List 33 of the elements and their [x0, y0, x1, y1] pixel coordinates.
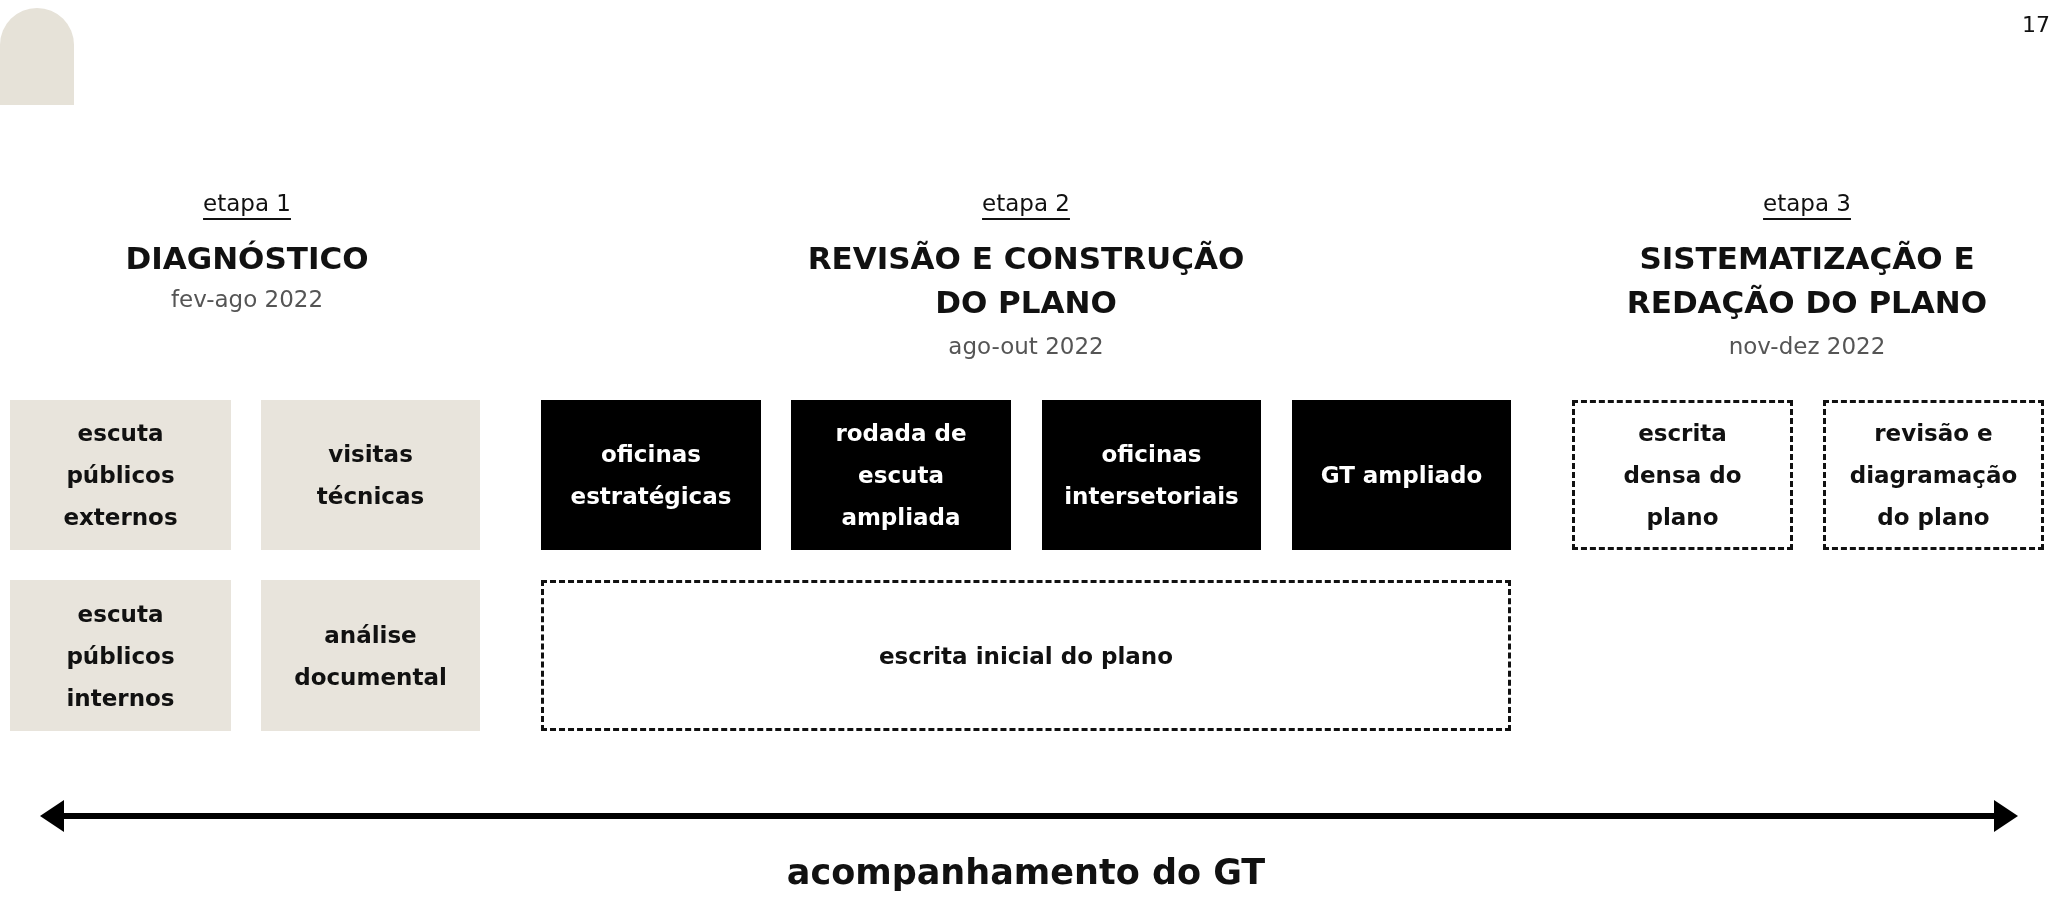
writing-box: [541, 580, 1511, 731]
activity-box: [10, 400, 231, 550]
box-label: visitas técnicas: [315, 440, 426, 511]
box-label: oficinas intersetoriais: [1063, 440, 1240, 511]
activity-box: [261, 400, 480, 550]
activity-box: [10, 580, 231, 731]
stage-number: etapa 1: [203, 190, 291, 216]
box-label: revisão e diagramação do plano: [1848, 419, 2019, 532]
workshop-box: [791, 400, 1011, 550]
activity-box: [261, 580, 480, 731]
page-number: 17: [2022, 12, 2050, 37]
stage-title: DIAGNÓSTICO: [124, 239, 370, 278]
box-label: escuta públicos externos: [62, 419, 179, 532]
writing-box: [1572, 400, 1793, 550]
stage-title: SISTEMATIZAÇÃO E REDAÇÃO DO PLANO: [1625, 239, 1989, 322]
stage-number: etapa 3: [1763, 190, 1851, 216]
stage-number: etapa 2: [982, 190, 1070, 216]
workshop-box: [541, 400, 761, 550]
timeline-label: acompanhamento do GT: [786, 852, 1266, 892]
box-label: escuta públicos internos: [65, 599, 176, 713]
workshop-box: [1042, 400, 1261, 550]
box-label: oficinas estratégicas: [569, 440, 733, 511]
workshop-box: [1292, 400, 1511, 550]
box-label: GT ampliado: [1319, 461, 1484, 490]
stage-period: fev-ago 2022: [170, 286, 324, 312]
stage-period: ago-out 2022: [948, 333, 1104, 359]
box-label: análise documental: [293, 620, 448, 692]
stage-title: REVISÃO E CONSTRUÇÃO DO PLANO: [806, 239, 1246, 322]
box-label: escrita inicial do plano: [877, 641, 1175, 671]
box-label: escrita densa do plano: [1622, 419, 1743, 532]
writing-box: [1823, 400, 2044, 550]
box-label: rodada de escuta ampliada: [834, 419, 968, 532]
stage-period: nov-dez 2022: [1728, 333, 1886, 359]
